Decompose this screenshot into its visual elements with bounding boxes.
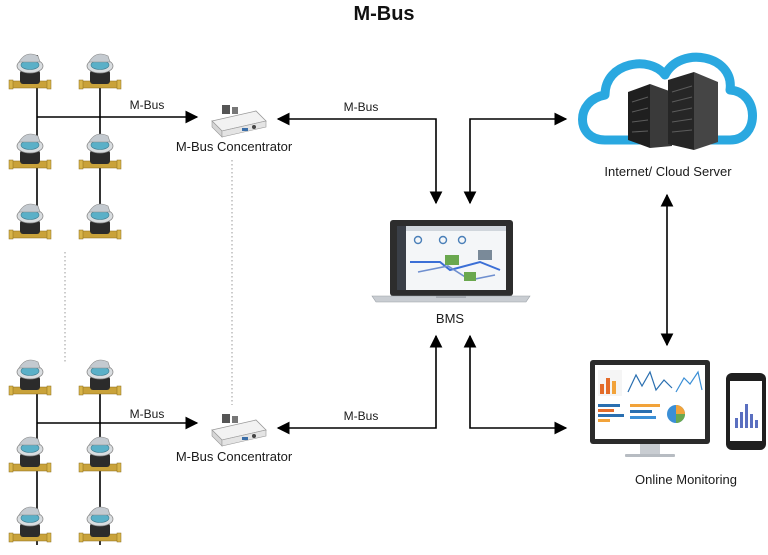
water-meter-icon	[78, 506, 122, 543]
water-meter-icon	[8, 53, 52, 90]
meter-group-bottom: M-Bus	[8, 359, 199, 545]
water-meter-icon	[8, 359, 52, 396]
water-meter-icon	[8, 133, 52, 170]
link-bms-monitoring	[463, 334, 568, 435]
meter-group-top: M-Bus	[8, 53, 199, 240]
concentrator-top-label: M-Bus Concentrator	[176, 139, 293, 154]
link-concentrator-top-bms	[276, 112, 443, 205]
water-meter-icon	[78, 359, 122, 396]
water-meter-icon	[8, 436, 52, 473]
cloud-icon	[578, 52, 757, 145]
link-concentrator-bottom-bms	[276, 334, 443, 435]
bms-label: BMS	[436, 311, 465, 326]
online-monitoring: Online Monitoring	[590, 360, 766, 487]
link-bms-cloud	[463, 112, 568, 205]
water-meter-icon	[78, 203, 122, 240]
concentrator-bottom-label: M-Bus Concentrator	[176, 449, 293, 464]
monitoring-label: Online Monitoring	[635, 472, 737, 487]
bms-laptop: BMS	[371, 220, 531, 326]
diagram-title: M-Bus	[353, 3, 414, 25]
link-label-meters-top: M-Bus	[130, 98, 165, 112]
server-rack-icon	[668, 72, 694, 150]
water-meter-icon	[8, 506, 52, 543]
water-meter-icon	[78, 436, 122, 473]
concentrator-icon	[211, 413, 267, 447]
concentrator-bottom: M-Bus Concentrator	[176, 413, 293, 464]
link-label-bms-top: M-Bus	[344, 100, 379, 114]
water-meter-icon	[78, 53, 122, 90]
concentrator-top: M-Bus Concentrator	[176, 104, 293, 154]
link-label-meters-bottom: M-Bus	[130, 407, 165, 421]
concentrator-icon	[211, 104, 267, 138]
cloud-server: Internet/ Cloud Server	[578, 52, 757, 179]
cloud-label: Internet/ Cloud Server	[604, 164, 732, 179]
link-label-bms-bottom: M-Bus	[344, 409, 379, 423]
water-meter-icon	[8, 203, 52, 240]
water-meter-icon	[78, 133, 122, 170]
